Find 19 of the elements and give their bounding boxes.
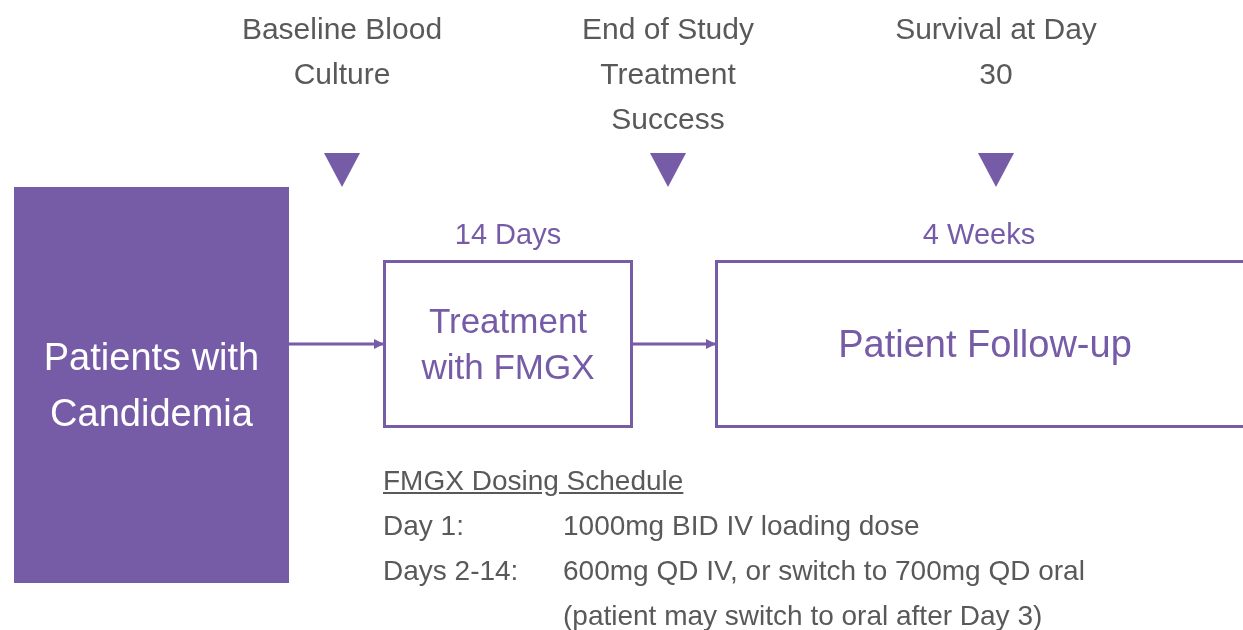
timepoint-label: End of Study Treatment Success [581, 11, 755, 137]
schedule-dose: 1000mg BID IV loading dose [563, 509, 920, 543]
duration-label: 14 Days [453, 217, 563, 252]
box-text: Treatment with FMGX [420, 300, 596, 388]
schedule-heading: FMGX Dosing Schedule [383, 464, 684, 498]
duration-label: 4 Weeks [921, 217, 1037, 252]
box-text: Patient Follow-up [838, 322, 1132, 367]
timepoint-label: Baseline Blood Culture [240, 11, 444, 92]
schedule-day: Days 2-14: [383, 548, 563, 593]
process-box [715, 260, 1243, 428]
timepoint-label: Survival at Day 30 [894, 11, 1098, 92]
process-box [383, 260, 633, 428]
process-box [14, 187, 289, 583]
box-text: Patients with Candidemia [42, 335, 261, 436]
arrow [633, 339, 716, 349]
schedule-note: (patient may switch to oral after Day 3) [563, 599, 1043, 630]
schedule-day: Day 1: [383, 503, 563, 548]
schedule-dose: 600mg QD IV, or switch to 700mg QD oral [563, 554, 1085, 588]
arrow [289, 339, 384, 349]
